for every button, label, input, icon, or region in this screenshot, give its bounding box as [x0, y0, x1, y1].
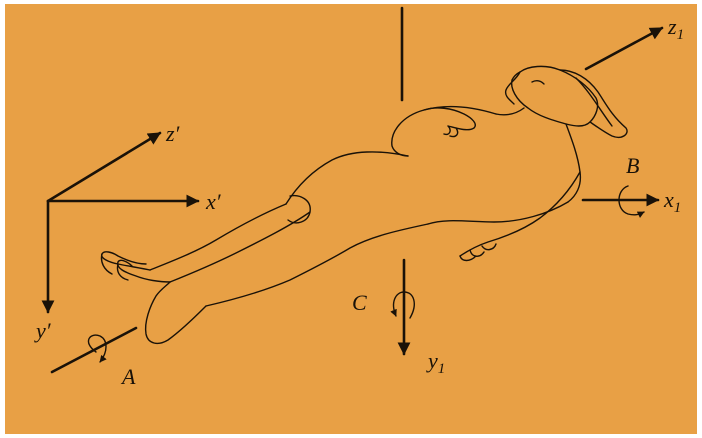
y-prime-label: y′ — [34, 318, 52, 343]
z-prime-label: z′ — [165, 121, 181, 146]
x1-label-base: x — [663, 187, 674, 212]
y1-label-base: y — [426, 348, 438, 373]
background-panel — [5, 4, 697, 434]
x1-label-sub: 1 — [674, 200, 682, 216]
label-c: C — [352, 290, 367, 315]
y1-label-sub: 1 — [438, 361, 446, 377]
x-prime-label: x′ — [205, 189, 222, 214]
label-b: B — [626, 153, 639, 178]
label-a: A — [120, 364, 136, 389]
z1-label-sub: 1 — [677, 27, 685, 43]
z1-label-base: z — [667, 14, 677, 39]
